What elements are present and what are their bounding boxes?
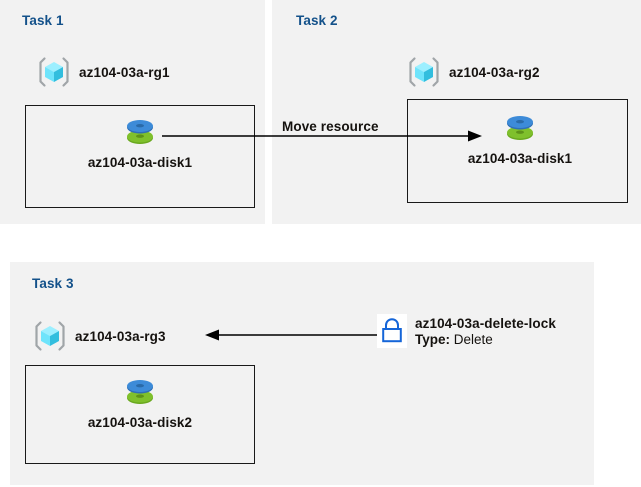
task-label-2: Task 2 [296,13,338,28]
lock-type-key: Type: [415,331,451,347]
padlock-icon-wrapper [377,314,407,348]
lock-type-value: Delete [453,331,493,347]
managed-disk-icon [127,380,153,404]
task-label-1: Task 1 [22,13,64,28]
resource-group-node-rg3: az104-03a-rg3 [32,318,166,354]
managed-disk-icon [127,120,153,144]
move-resource-label: Move resource [282,119,379,134]
lock-text-block: az104-03a-delete-lock Type: Delete [415,314,556,348]
resource-group-label-rg1: az104-03a-rg1 [79,64,170,80]
resource-group-label-rg3: az104-03a-rg3 [75,328,166,344]
disk-node-disk1: az104-03a-disk1 [60,112,220,170]
resource-group-cube-icon [35,321,65,351]
resource-group-node-rg2: az104-03a-rg2 [406,54,540,90]
lock-association-arrow [205,329,377,341]
move-resource-arrow [162,130,482,142]
task-label-3: Task 3 [32,276,74,291]
task-panel-1 [0,0,265,224]
lock-name-label: az104-03a-delete-lock [415,316,556,331]
lock-type-row: Type: Delete [415,332,556,348]
disk-node-disk1-moved: az104-03a-disk1 [440,108,600,166]
disk-label-disk1-moved: az104-03a-disk1 [467,151,573,166]
resource-box-task1 [25,105,255,208]
resource-group-cube-icon [39,57,69,87]
task-panel-3 [10,262,594,485]
resource-group-cube-icon [409,57,439,87]
padlock-icon [382,318,402,343]
resource-group-node-rg1: az104-03a-rg1 [36,54,170,90]
disk-label-disk2: az104-03a-disk2 [87,415,193,430]
resource-box-task3 [25,365,255,464]
delete-lock-node: az104-03a-delete-lock Type: Delete [377,314,556,348]
managed-disk-icon [507,116,533,140]
task-panel-2 [272,0,641,224]
resource-group-label-rg2: az104-03a-rg2 [449,64,540,80]
resource-box-task2 [407,99,628,203]
disk-label-disk1: az104-03a-disk1 [87,155,193,170]
disk-node-disk2: az104-03a-disk2 [60,372,220,430]
